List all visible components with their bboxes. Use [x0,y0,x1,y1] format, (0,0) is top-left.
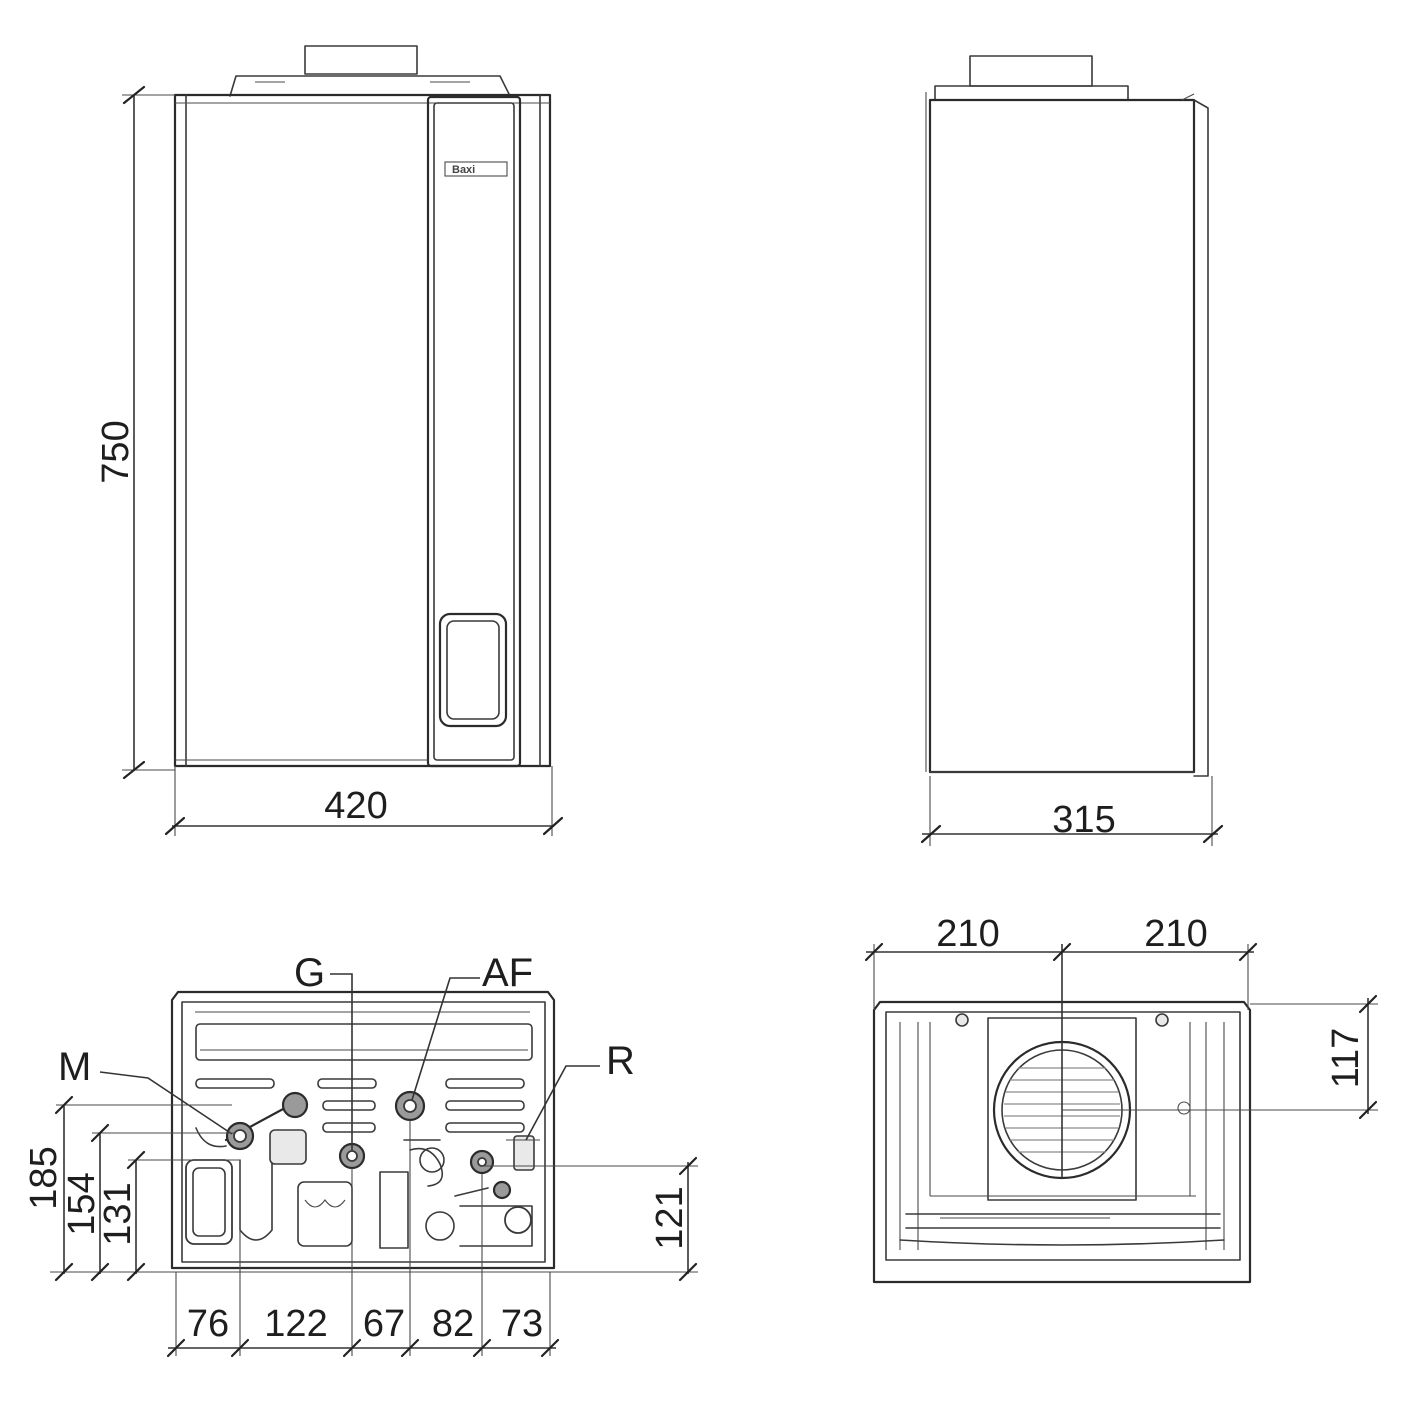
top-view: 210 210 117 [864,913,1378,1284]
top-mount-screw-right [1155,1013,1169,1027]
bottom-vent-slots [195,1078,525,1133]
dimension-122-label: 122 [264,1303,327,1345]
bottom-front-rail [195,1023,533,1061]
top-casing [872,1000,1252,1284]
depth-dimension-label: 315 [1052,799,1115,841]
brand-badge-text: Baxi [452,164,475,176]
bottom-view: M G AF R 185 154 131 [23,951,698,1358]
front-casing [173,93,552,768]
dimension-154-label: 154 [61,1172,103,1235]
label-af: AF [482,951,533,995]
label-m: M [58,1045,91,1089]
side-casing [928,98,1196,774]
label-g: G [294,951,325,995]
dimension-76-label: 76 [187,1303,229,1345]
top-mount-screw-left [955,1013,969,1027]
dimension-82-label: 82 [432,1303,474,1345]
bottom-horizontal-dimensions [166,1120,560,1358]
dimension-210-left-label: 210 [936,913,999,955]
dimension-121-label: 121 [649,1186,691,1249]
side-view: 315 [920,55,1224,846]
dimension-67-label: 67 [363,1303,405,1345]
bottom-compartment-center [297,1181,353,1247]
side-flue-adapter [969,55,1093,87]
front-display-window [438,612,508,728]
front-flue-adapter [304,45,418,75]
dimension-210-right-label: 210 [1144,913,1207,955]
label-r: R [606,1039,635,1083]
dimension-185-label: 185 [23,1146,65,1209]
connection-r-fitting [513,1135,535,1171]
brand-badge [444,161,508,177]
front-top-cover [229,75,511,97]
dimension-73-label: 73 [501,1303,543,1345]
bottom-vertical-dimensions [50,1095,698,1282]
width-dimension-label: 420 [324,785,387,827]
height-dimension-label: 750 [95,420,137,483]
dimension-117-label: 117 [1325,1028,1367,1089]
dimension-131-label: 131 [97,1182,139,1245]
side-front-panel [1193,99,1209,777]
bottom-casing [170,990,556,1270]
front-view: Baxi 750 420 [95,45,564,836]
front-control-column [426,95,522,768]
